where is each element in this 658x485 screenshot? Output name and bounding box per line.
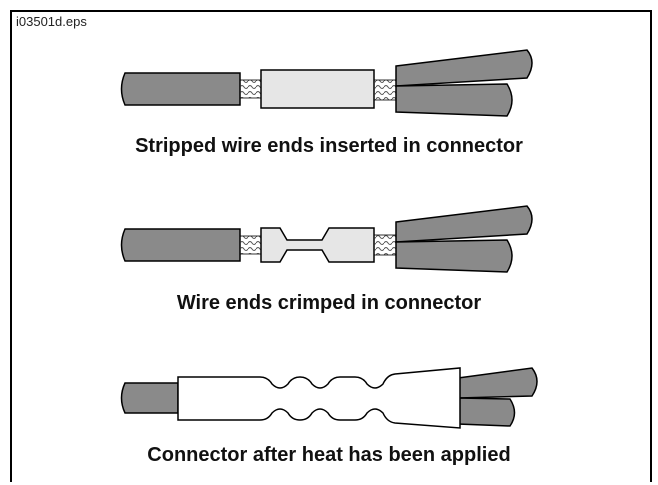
left-wire-insulation (120, 72, 241, 106)
figure-id-label: i03501d.eps (16, 14, 87, 29)
caption-crimped: Wire ends crimped in connector (176, 292, 482, 314)
left-strands (239, 79, 263, 99)
panel-2-drawing (120, 205, 533, 273)
left-wire-insulation (120, 228, 241, 262)
panel-1-drawing (120, 49, 533, 117)
right-strands (373, 234, 397, 256)
right-strands (373, 79, 397, 101)
right-wire-upper (395, 205, 533, 243)
right-wire-upper (457, 367, 538, 399)
right-wire-lower (457, 397, 516, 427)
right-wire-upper (395, 49, 533, 87)
left-wire-insulation (120, 382, 179, 414)
right-wire-lower (395, 83, 513, 117)
caption-stripped-inserted: Stripped wire ends inserted in connector (135, 135, 523, 157)
heat-shrunk-sleeve (177, 367, 461, 429)
caption-heat-applied: Connector after heat has been applied (147, 444, 511, 466)
crimped-connector (260, 227, 375, 263)
left-strands (239, 235, 263, 255)
right-wire-lower (395, 239, 513, 273)
butt-connector (260, 69, 375, 109)
panel-3-drawing (120, 367, 538, 429)
